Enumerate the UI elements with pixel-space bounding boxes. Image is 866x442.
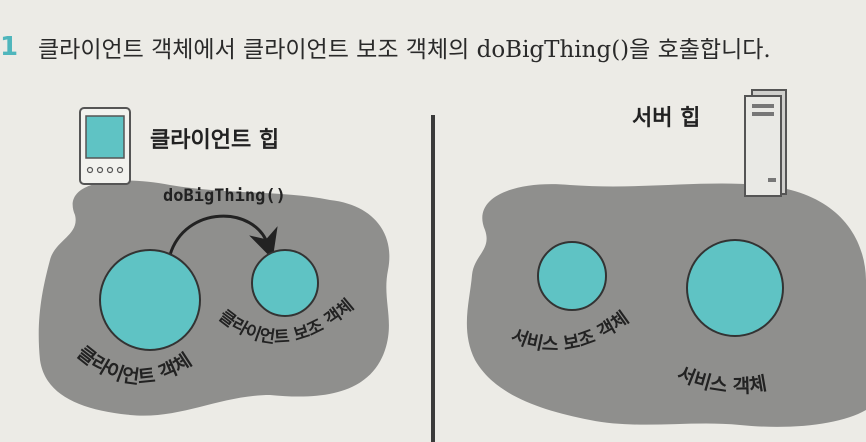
handheld-device-icon [79,107,131,185]
server-heap-label: 서버 힙 [632,106,701,131]
caption-text: 클라이언트 객체에서 클라이언트 보조 객체의 doBigThing()을 호출… [38,37,771,63]
service-helper-circle [537,241,607,311]
heap-divider [431,115,435,442]
client-heap-label: 클라이언트 힙 [150,128,280,153]
server-tower-icon [744,89,787,197]
client-helper-circle [251,249,319,317]
method-call-label: doBigThing() [163,186,286,206]
method-call-arrow [168,214,278,260]
step-number: 1 [0,32,19,62]
service-object-circle [686,239,784,337]
client-heap-area [38,180,390,416]
server-heap-area [466,183,866,427]
client-object-circle [99,249,201,351]
